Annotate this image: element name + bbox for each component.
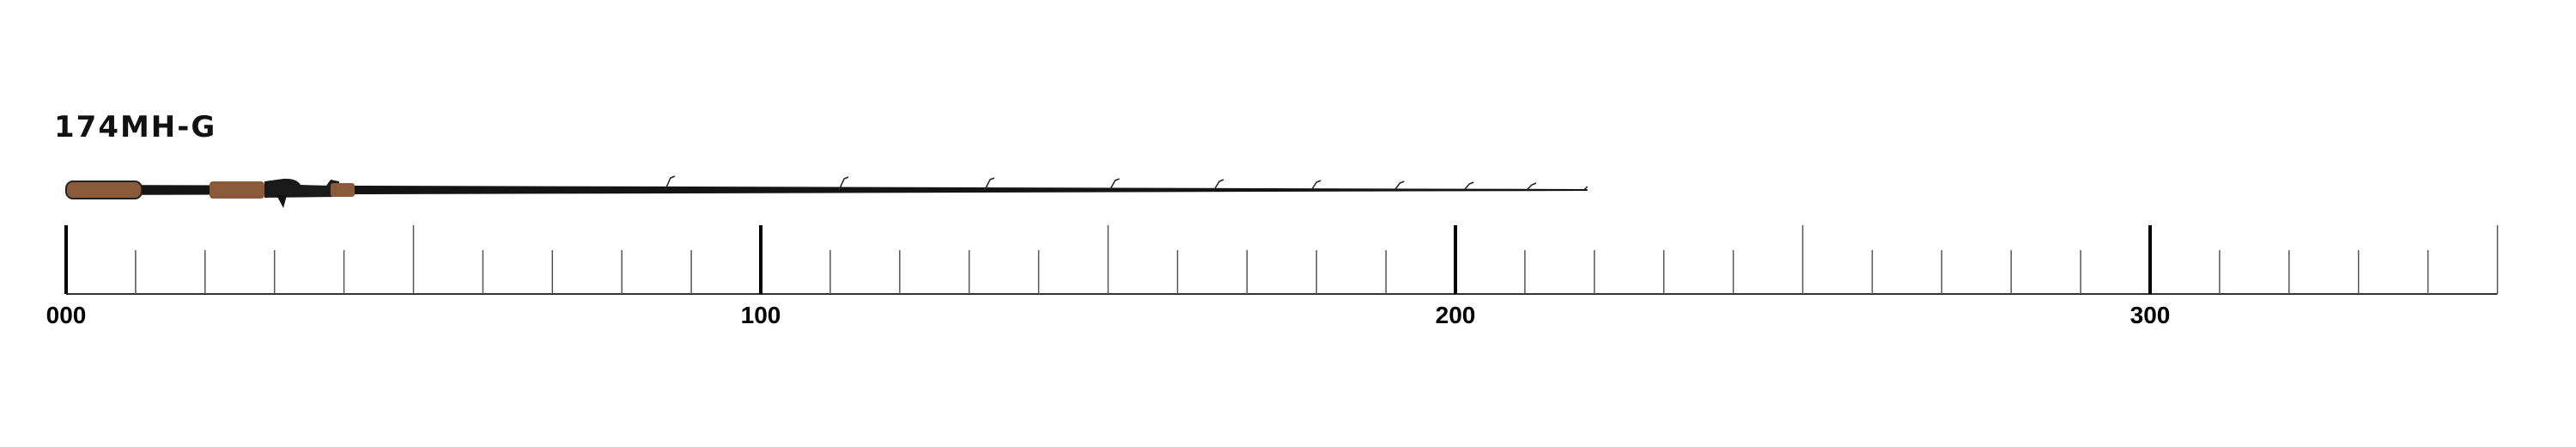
ruler-tick-label: 100 [741, 302, 781, 328]
front-cork-ring [331, 183, 355, 197]
rod-guide [1463, 181, 1474, 191]
rod-guide [984, 177, 995, 191]
ruler-tick-label: 300 [2130, 302, 2171, 328]
rod-guide [1526, 182, 1537, 191]
rod-blank [66, 185, 1588, 195]
rod-guide [1310, 180, 1321, 191]
fore-cork-grip [210, 181, 264, 199]
length-ruler: 000 100 200 300 [46, 225, 2499, 328]
fishing-rod-image [65, 175, 1589, 208]
ruler-tick-label: 000 [46, 302, 87, 328]
rod-guide [665, 175, 676, 191]
reel-seat [264, 178, 339, 198]
rod-model-title: 174MH-G [54, 110, 217, 144]
rear-cork-grip [65, 181, 143, 199]
trigger [276, 195, 287, 208]
rod-guide [1213, 179, 1224, 191]
rod-guide [1394, 181, 1405, 191]
tip-top-guide [1583, 186, 1589, 191]
ruler-tick-label: 200 [1436, 302, 1476, 328]
rod-guide [838, 176, 849, 191]
rod-guide [1109, 178, 1120, 191]
